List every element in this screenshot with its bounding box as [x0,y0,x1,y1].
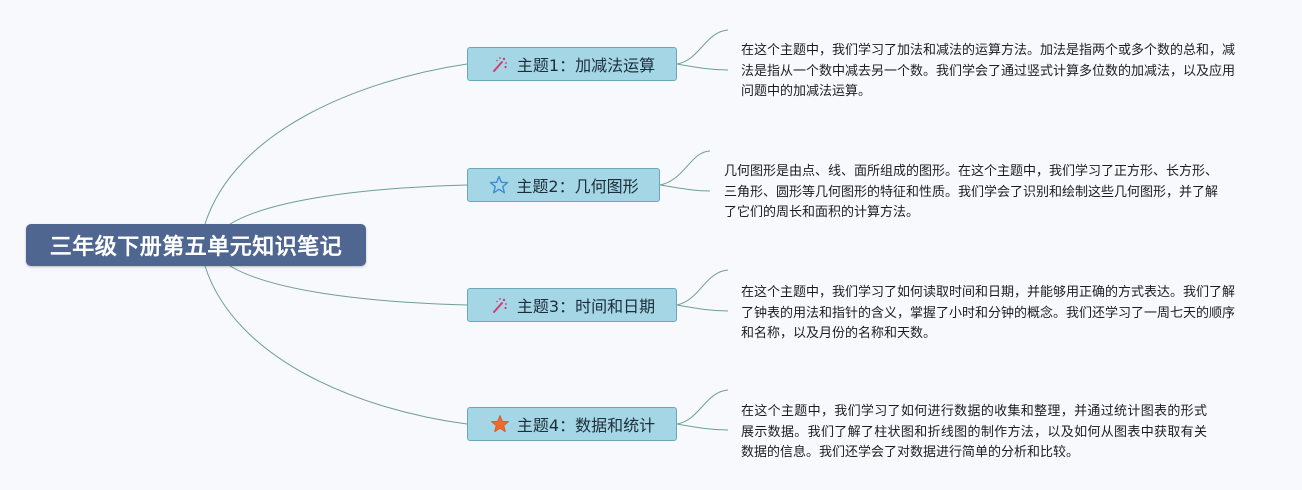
topic-node-3[interactable]: 主题3：时间和日期 [467,288,677,322]
topic-label-4: 主题4：数据和统计 [516,416,656,435]
magic-wand-icon [489,294,511,316]
connector-topic-1-desc [676,29,729,71]
connector-topic-4-desc [676,389,729,431]
topic-description-4: 在这个主题中，我们学习了如何进行数据的收集和整理，并通过统计图表的形式展示数据。… [741,404,1207,460]
connector-root-topic-4 [204,265,468,425]
topic-description-1: 在这个主题中，我们学习了加法和减法的运算方法。加法是指两个或多个数的总和，减法是… [741,43,1236,99]
topic-description-2: 几何图形是由点、线、面所组成的图形。在这个主题中，我们学习了正方形、长方形、三角… [724,164,1219,220]
topic-node-4[interactable]: 主题4：数据和统计 [467,407,677,441]
topic-node-2[interactable]: 主题2：几何图形 [467,168,660,202]
star-outline-icon [488,174,510,196]
connector-topic-2-desc [659,150,711,192]
root-node[interactable]: 三年级下册第五单元知识笔记 [26,224,366,266]
topic-description-3: 在这个主题中，我们学习了如何读取时间和日期，并能够用正确的方式表达。我们了解了钟… [741,285,1236,341]
topic-node-1[interactable]: 主题1：加减法运算 [467,47,677,81]
star-filled-icon [489,413,511,435]
connector-topic-3-desc [676,269,729,312]
connector-root-topic-2 [229,184,468,225]
magic-wand-icon [489,53,511,75]
topic-label-3: 主题3：时间和日期 [516,297,656,316]
connector-root-topic-3 [229,265,468,306]
topic-label-1: 主题1：加减法运算 [516,56,656,75]
root-title: 三年级下册第五单元知识笔记 [49,235,343,260]
connector-root-topic-1 [204,63,468,225]
topic-label-2: 主题2：几何图形 [516,177,639,196]
